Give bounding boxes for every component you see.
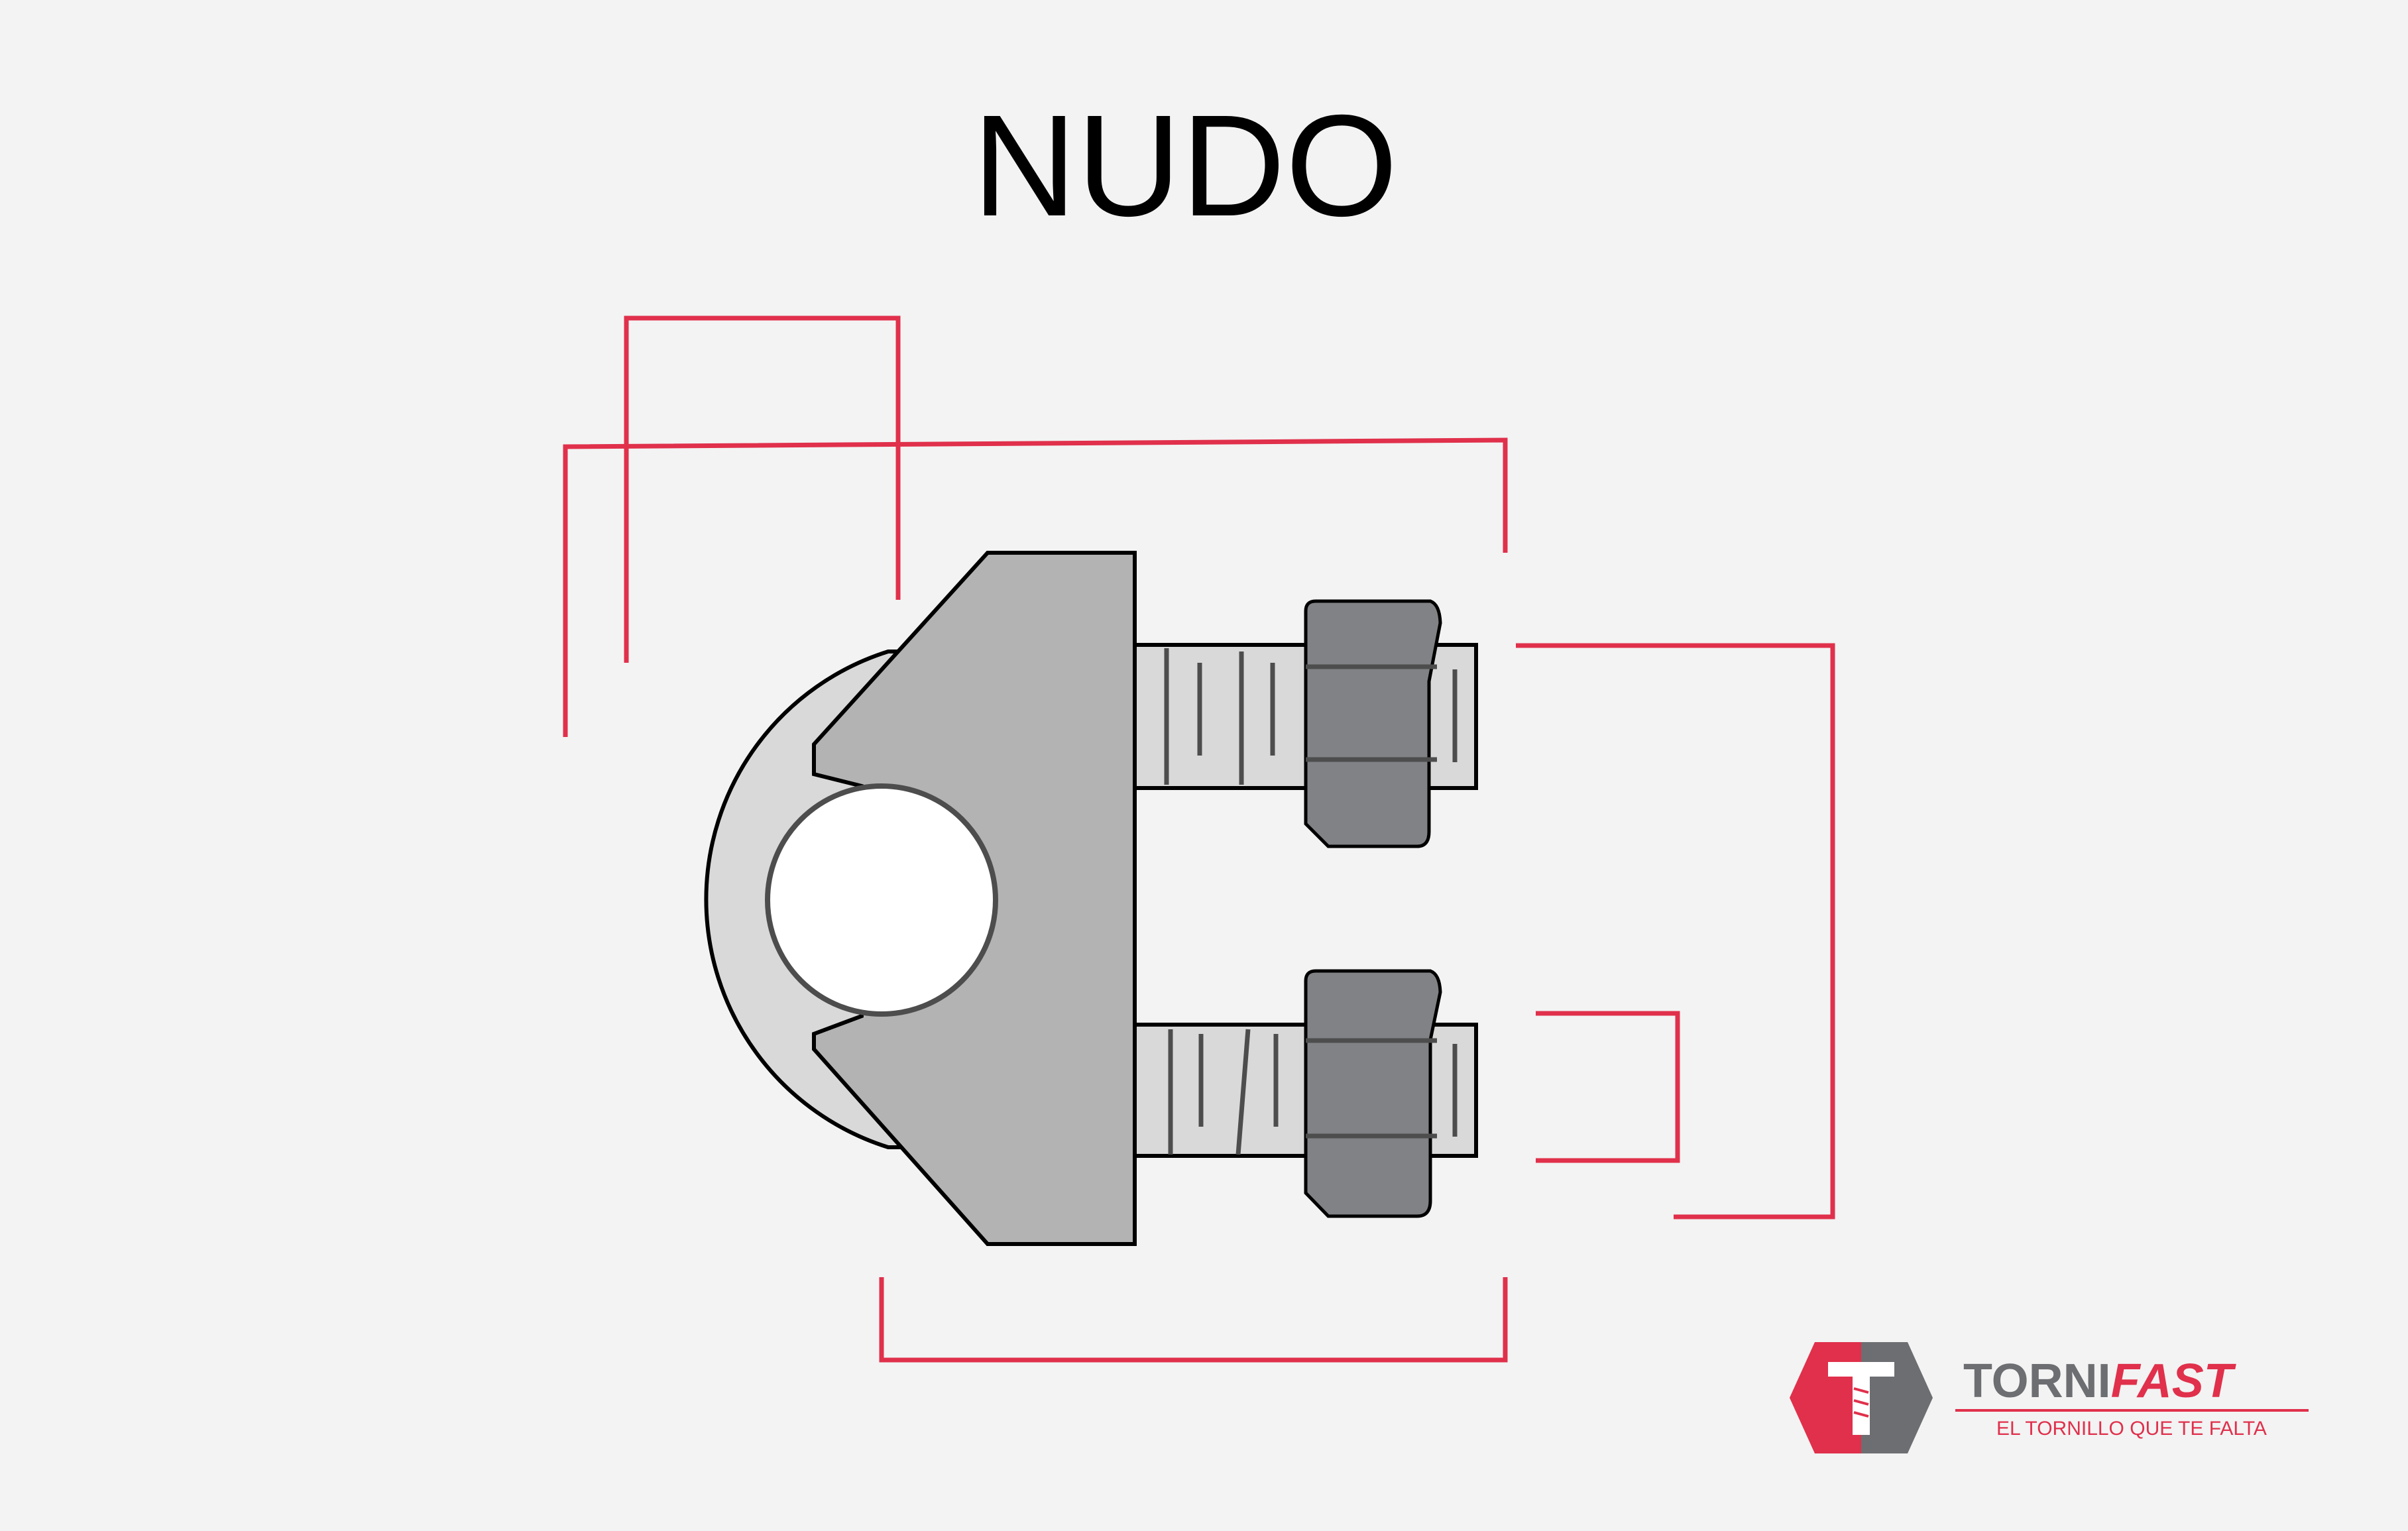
brand-name-part1: TORNI <box>1963 1355 2111 1408</box>
callout-bracket-rope-top <box>624 315 901 663</box>
brand-name-part2: FAST <box>2111 1355 2237 1408</box>
brand-tagline: EL TORNILLO QUE TE FALTA <box>1996 1418 2267 1440</box>
logo-t-icon <box>1828 1362 1894 1435</box>
brand-name: TORNIFAST <box>1963 1355 2237 1408</box>
lower-nut <box>1304 969 1442 1218</box>
callout-bracket-thread-length <box>1536 1011 1680 1163</box>
callout-brackets <box>563 315 1835 1363</box>
diagram-title: NUDO <box>972 85 1398 247</box>
logo-screw-thread-icon <box>1853 1387 1869 1418</box>
callout-bracket-base-length <box>879 1277 1508 1363</box>
upper-nut <box>1304 599 1442 848</box>
logo-hexagon-right <box>1861 1342 1933 1453</box>
brand-logo: TORNIFAST EL TORNILLO QUE TE FALTA <box>1790 1342 2309 1453</box>
callout-bracket-overall-width <box>563 437 1508 737</box>
callout-bracket-bolt-length <box>1516 643 1835 1219</box>
rope-cross-section <box>765 783 998 1017</box>
logo-hexagon-left <box>1790 1342 1861 1453</box>
